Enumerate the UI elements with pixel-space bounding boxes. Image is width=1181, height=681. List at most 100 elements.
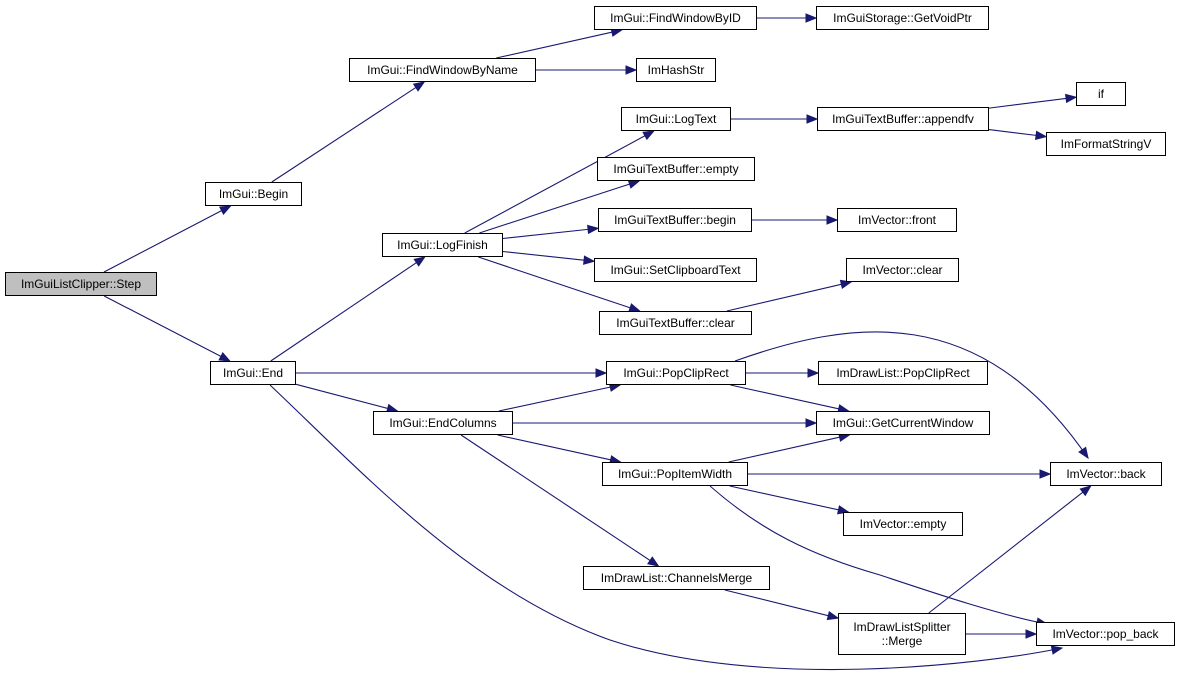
edge-tbClear-to-vecClear (726, 279, 853, 312)
edge-popItemWidth-to-popBack (709, 485, 1049, 627)
node-im-format-string-v[interactable]: ImFormatStringV (1046, 132, 1166, 156)
edge-tbBegin-to-vecFront (752, 215, 839, 225)
node-channels-merge[interactable]: ImDrawList::ChannelsMerge (583, 566, 770, 590)
edge-line (988, 129, 1038, 137)
node-pop-clip-rect[interactable]: ImGui::PopClipRect (606, 361, 746, 385)
node-label: ImVector::clear (862, 263, 943, 277)
edge-begin-to-findWindowByName (271, 81, 426, 183)
edge-popClipRect-to-getCurrentWindow (730, 384, 850, 414)
edge-endColumns-to-popClipRect (498, 382, 622, 412)
node-tb-clear[interactable]: ImGuiTextBuffer::clear (599, 311, 752, 335)
edge-line (496, 31, 614, 59)
node-find-window-by-name[interactable]: ImGui::FindWindowByName (349, 58, 536, 82)
edge-line (709, 485, 1048, 625)
node-label: ImGui::EndColumns (389, 416, 497, 430)
node-label: ImGui::FindWindowByName (367, 63, 518, 77)
arrowhead-icon (1078, 446, 1089, 460)
edge-root-to-begin (103, 205, 232, 273)
edge-popClipRect-to-vecBack (734, 331, 1089, 460)
edge-line (460, 434, 652, 562)
arrowhead-icon (647, 556, 660, 567)
edge-line (730, 384, 840, 410)
node-log-finish[interactable]: ImGui::LogFinish (382, 233, 503, 257)
arrowhead-icon (218, 351, 232, 362)
edge-end-to-popClipRect (296, 368, 608, 378)
edge-end-to-endColumns (295, 383, 399, 413)
edge-splitterMerge-to-vecBack (928, 485, 1092, 614)
node-label: ImGuiTextBuffer::begin (614, 213, 736, 227)
node-pop-item-width[interactable]: ImGui::PopItemWidth (602, 462, 748, 486)
node-im-hash-str[interactable]: ImHashStr (636, 58, 716, 82)
node-label: ImGuiTextBuffer::appendfv (832, 112, 974, 126)
node-label: ImGui::PopClipRect (623, 366, 729, 380)
node-label: ImGuiTextBuffer::clear (616, 316, 735, 330)
edge-line (479, 183, 631, 234)
node-label: ::Merge (881, 634, 923, 648)
arrowhead-icon (807, 368, 820, 378)
node-tb-begin[interactable]: ImGuiTextBuffer::begin (598, 208, 752, 232)
node-log-text[interactable]: ImGui::LogText (621, 107, 731, 131)
arrowhead-icon (627, 179, 641, 189)
node-get-current-window[interactable]: ImGui::GetCurrentWindow (816, 411, 990, 435)
node-pop-back[interactable]: ImVector::pop_back (1036, 622, 1175, 646)
node-label: ImVector::pop_back (1052, 627, 1159, 641)
edge-appendfv-to-if (988, 93, 1078, 109)
node-label: ImDrawListSplitter (853, 620, 951, 634)
arrowhead-icon (1064, 93, 1078, 104)
arrowhead-icon (1050, 645, 1064, 655)
node-end[interactable]: ImGui::End (210, 361, 296, 385)
node-label: ImGui::SetClipboardText (610, 263, 741, 277)
edge-line (270, 261, 418, 362)
node-find-window-by-i-d[interactable]: ImGui::FindWindowByID (594, 6, 757, 30)
arrowhead-icon (595, 368, 608, 378)
edge-splitterMerge-to-popBack (966, 629, 1038, 639)
edge-endColumns-to-getCurrentWindow (513, 418, 818, 428)
arrowhead-icon (1079, 485, 1092, 497)
arrowhead-icon (583, 255, 596, 265)
node-label: ImGui::GetCurrentWindow (832, 416, 974, 430)
edge-line (988, 97, 1068, 109)
edge-line (497, 434, 612, 461)
node-get-void-ptr[interactable]: ImGuiStorage::GetVoidPtr (816, 6, 989, 30)
node-set-clipboard-text[interactable]: ImGui::SetClipboardText (594, 258, 757, 282)
arrowhead-icon (805, 13, 818, 23)
node-splitter-merge[interactable]: ImDrawListSplitter::Merge (838, 613, 966, 655)
edge-line (478, 256, 632, 309)
node-vec-back[interactable]: ImVector::back (1050, 462, 1162, 486)
arrowhead-icon (642, 130, 655, 141)
edge-line (498, 386, 612, 412)
node-label: ImDrawList::ChannelsMerge (600, 571, 753, 585)
arrowhead-icon (806, 114, 819, 124)
edge-line (271, 86, 417, 183)
edge-findWindowByID-to-getVoidPtr (757, 13, 818, 23)
arrowhead-icon (587, 224, 600, 235)
node-end-columns[interactable]: ImGui::EndColumns (373, 411, 513, 435)
node-if[interactable]: if (1076, 82, 1126, 106)
node-dl-pop-clip-rect[interactable]: ImDrawList::PopClipRect (818, 361, 988, 385)
node-label: ImGui::LogFinish (397, 238, 488, 252)
arrowhead-icon (839, 279, 853, 290)
arrowhead-icon (826, 610, 840, 621)
edge-line (729, 485, 840, 511)
node-label: ImDrawList::PopClipRect (836, 366, 970, 380)
node-tb-empty[interactable]: ImGuiTextBuffer::empty (597, 157, 755, 181)
edge-line (726, 283, 843, 312)
edge-appendfv-to-imFormatStringV (988, 129, 1048, 141)
arrowhead-icon (805, 418, 818, 428)
arrowhead-icon (1025, 629, 1038, 639)
node-appendfv[interactable]: ImGuiTextBuffer::appendfv (817, 107, 989, 131)
node-begin[interactable]: ImGui::Begin (205, 182, 302, 206)
edge-line (103, 209, 223, 273)
edge-endColumns-to-popItemWidth (497, 434, 622, 465)
edge-findWindowByName-to-findWindowByID (496, 27, 624, 59)
node-vec-clear[interactable]: ImVector::clear (846, 258, 959, 282)
node-vec-front[interactable]: ImVector::front (837, 208, 957, 232)
edge-line (295, 383, 389, 410)
node-label: ImHashStr (647, 63, 705, 77)
node-vec-empty[interactable]: ImVector::empty (843, 512, 963, 536)
edge-popItemWidth-to-vecEmpty (729, 485, 850, 515)
edge-logFinish-to-tbBegin (502, 224, 600, 240)
edge-line (103, 295, 223, 358)
edge-logText-to-appendfv (731, 114, 819, 124)
